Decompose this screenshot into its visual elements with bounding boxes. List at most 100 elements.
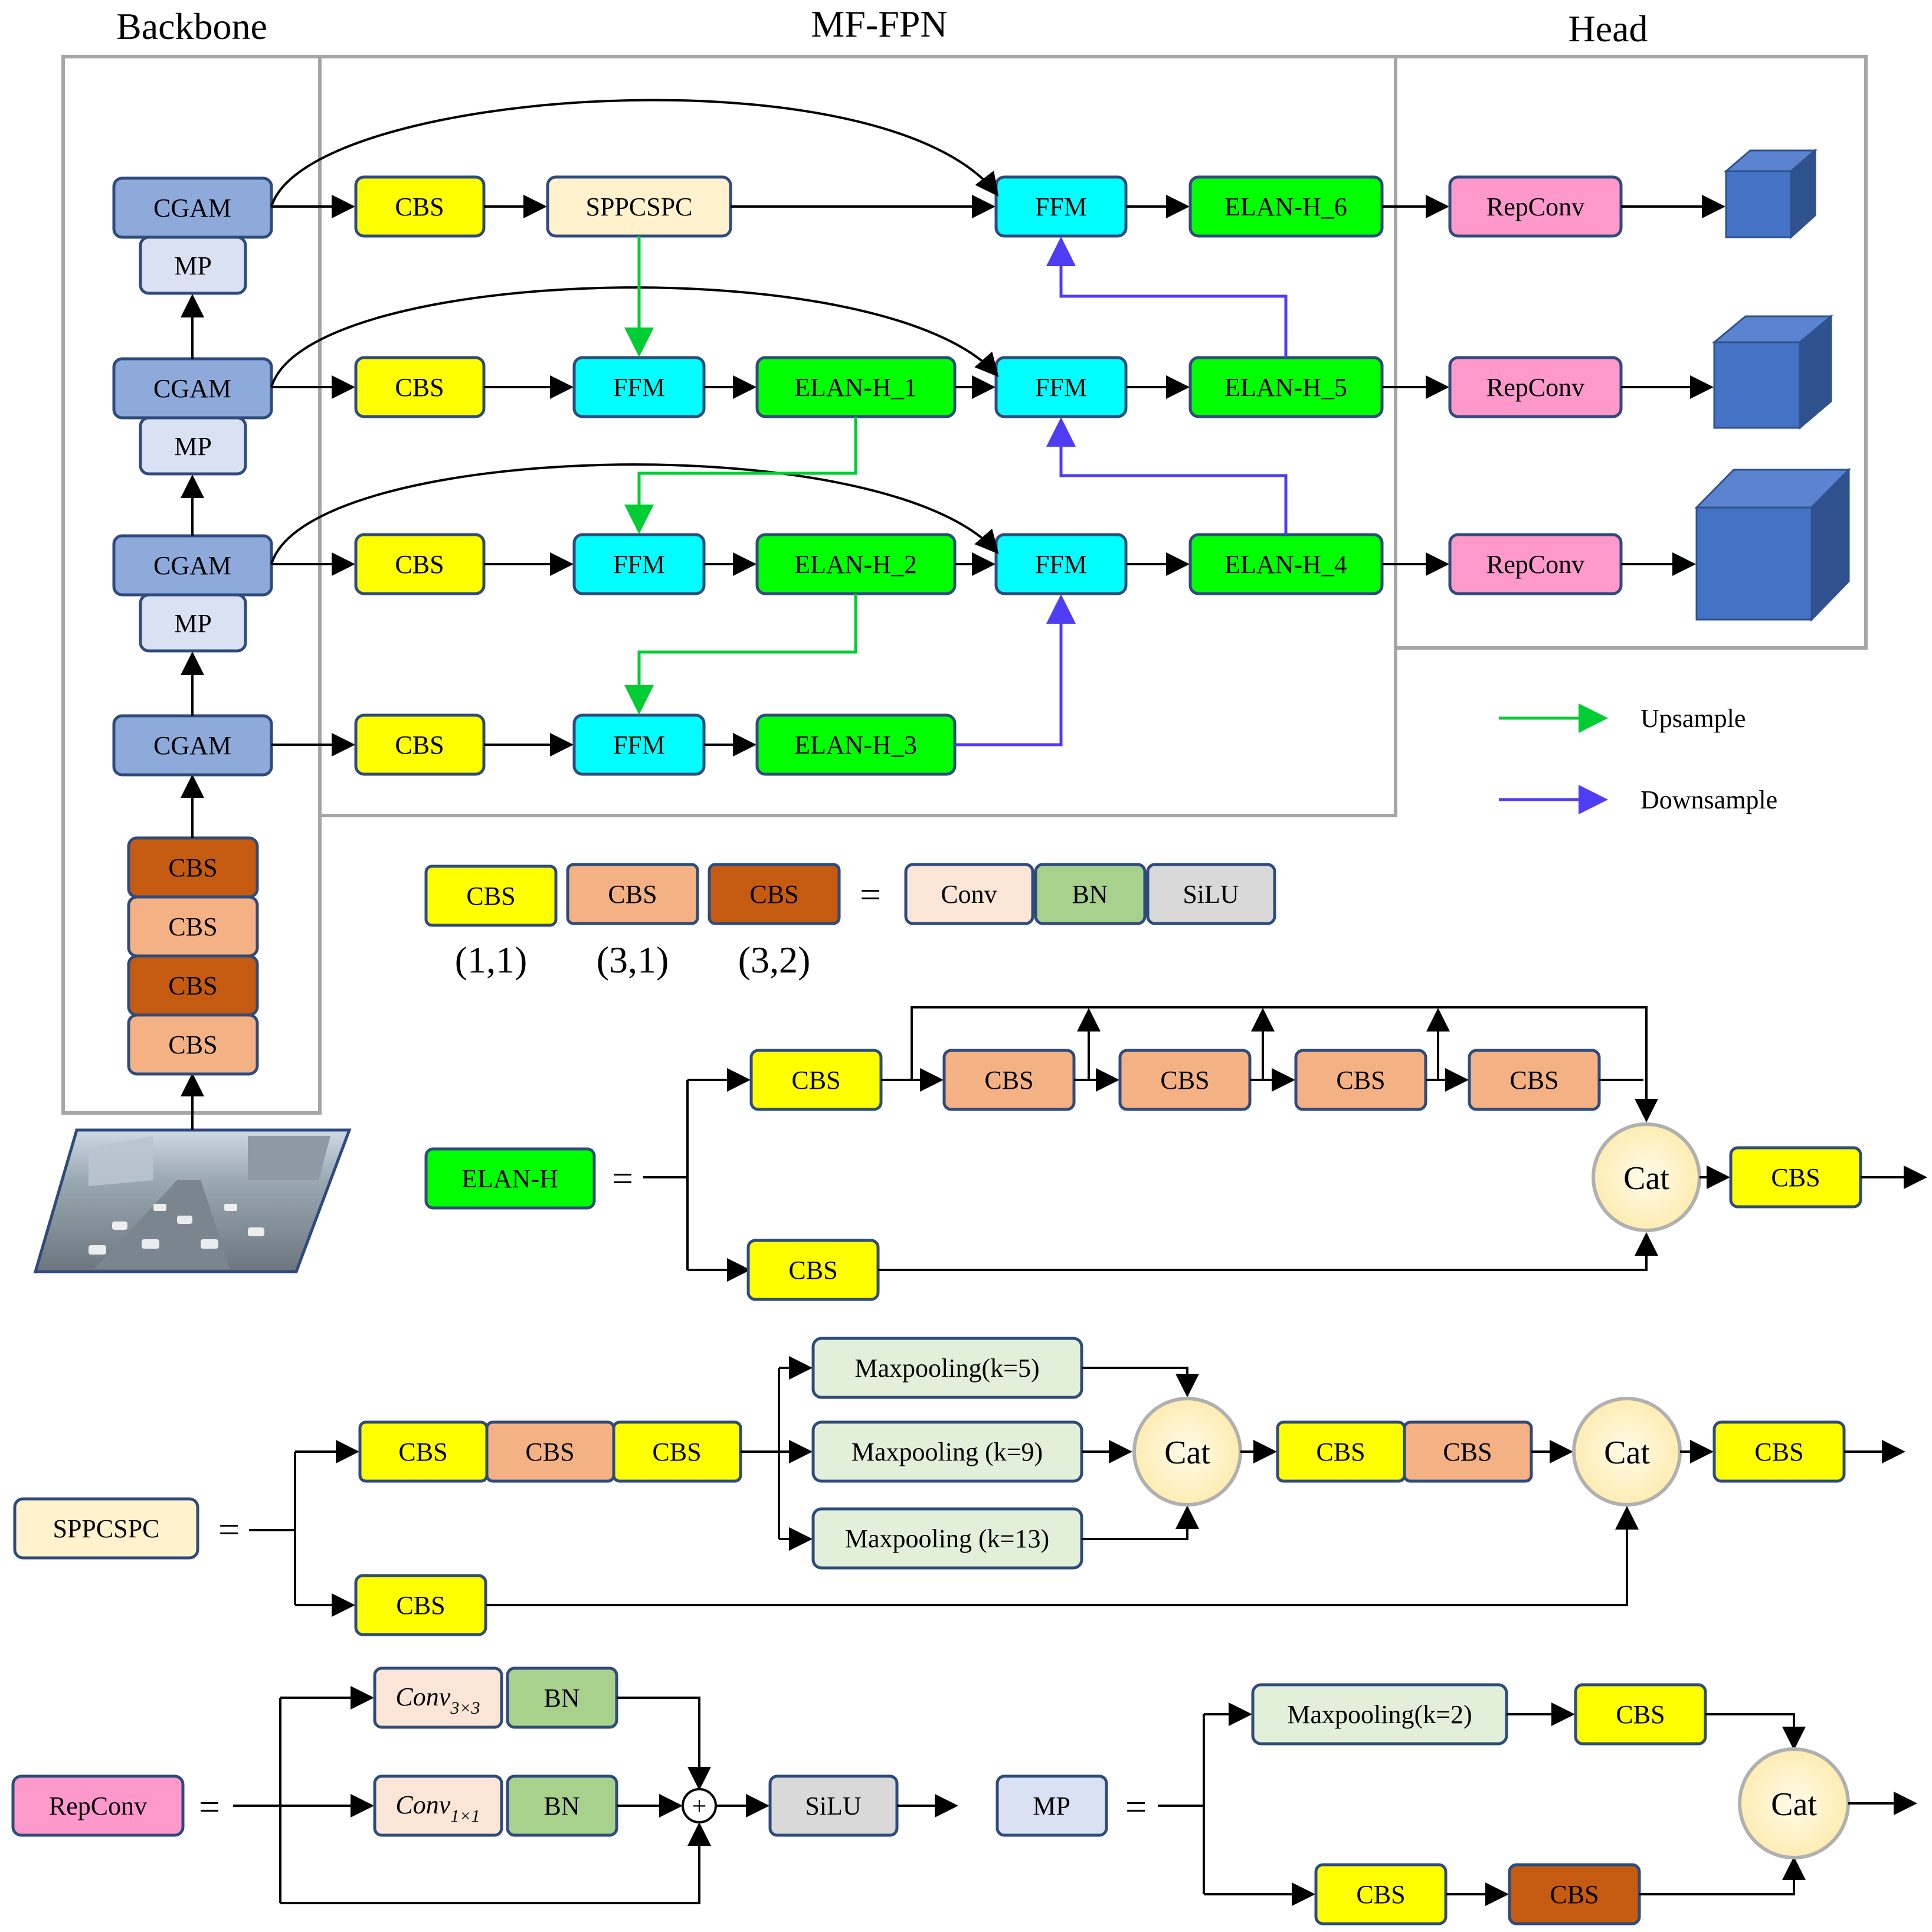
spp-cbs-2-label: CBS [525,1437,574,1466]
conv3x3-label: Conv3×3 [395,1682,480,1718]
repconv-definition: RepConv = Conv3×3 BN Conv1×1 BN + SiLU [11,1666,958,1904]
elan-cbs-c-label: CBS [1336,1066,1385,1095]
spp-cat-1-label: Cat [1164,1435,1210,1471]
conv3x3-box [373,1666,503,1729]
maxpool-5-label: Maxpooling(k=5) [854,1354,1039,1383]
cbs-def-32-label: CBS [749,880,798,909]
cbs-def-31-label: CBS [608,880,657,909]
repconv-3-label: RepConv [1486,550,1584,579]
mp-cbs-top-label: CBS [1616,1700,1665,1729]
elan-h-6-label: ELAN-H_6 [1224,192,1347,221]
legend-downsample: Downsample [1640,785,1777,814]
mp-def-box [996,1774,1108,1837]
mp-definition: MP = Maxpooling(k=2) CBS CBS CBS Cat [996,1683,1917,1926]
conv3x3-base: Conv [395,1682,450,1711]
elan-cbs-out-label: CBS [1771,1163,1820,1192]
sppcspc-def-box [13,1497,199,1560]
fpn-cbs-3-label: CBS [395,550,444,579]
mp-def-label: MP [1033,1792,1070,1820]
ffm-r4-label: FFM [613,731,665,759]
conv1x1-box [373,1774,503,1837]
mp-cat-label: Cat [1771,1786,1817,1823]
legend-upsample: Upsample [1640,704,1746,733]
elan-cbs-d-label: CBS [1509,1066,1558,1095]
backbone-cbs-3-label: CBS [168,971,217,1000]
elan-h-def-box [424,1147,596,1210]
cgam-3-label: CGAM [153,551,231,580]
mp-2-label: MP [174,432,212,461]
sppcspc-block-label: SPPCSPC [585,192,692,221]
cgam-1-label: CGAM [153,194,231,222]
cbs-param-32: (3,2) [738,939,811,981]
silu-box [1146,863,1276,925]
elan-cbs-top-label: CBS [791,1066,840,1095]
fpn-cbs-4-label: CBS [395,731,444,759]
mp-cbs-bottom-2-label: CBS [1550,1880,1599,1909]
silu-box-label: SiLU [1183,880,1239,909]
repconv-def-label: RepConv [49,1792,147,1820]
conv1x1-sub: 1×1 [450,1806,480,1826]
output-cube-large-icon [1694,467,1851,622]
ffm-r3b-label: FFM [1035,550,1087,579]
output-cube-small-icon [1723,148,1818,240]
head: RepConv RepConv RepConv [1382,148,1851,622]
elan-h-3-label: ELAN-H_3 [794,731,917,759]
fpn-cbs-2-label: CBS [395,373,444,402]
elan-h-1-label: ELAN-H_1 [794,373,917,402]
spp-cbs-bottom-label: CBS [396,1591,445,1620]
backbone-cbs-4-label: CBS [168,1030,217,1059]
conv1x1-label: Conv1×1 [395,1790,480,1826]
conv3x3-sub: 3×3 [450,1698,480,1718]
cbs-def-31 [566,863,699,925]
input-road-image-icon [33,1128,352,1273]
cbs-param-31: (3,1) [597,939,669,981]
repconv-def-box [11,1774,185,1837]
cbs-param-11: (1,1) [455,939,528,981]
elan-h-5-label: ELAN-H_5 [1224,373,1347,402]
elan-h-equals: = [612,1157,633,1199]
backbone-title: Backbone [116,5,267,47]
ffm-r2a-label: FFM [613,373,665,402]
conv-box [904,863,1034,925]
elan-h-4-label: ELAN-H_4 [1224,550,1347,579]
spp-cbs-5-label: CBS [1443,1437,1492,1466]
spp-cbs-1-label: CBS [398,1437,447,1466]
conv-box-label: Conv [941,880,997,909]
cbs-def-11-label: CBS [466,882,515,911]
conv1x1-base: Conv [395,1790,450,1819]
maxpool-2-label: Maxpooling(k=2) [1287,1700,1472,1729]
cbs-def-32 [708,863,841,925]
elan-cat-label: Cat [1623,1160,1669,1197]
ffm-r2b-label: FFM [1035,373,1087,402]
mf-fpn-title: MF-FPN [811,3,947,45]
mp-3-label: MP [174,609,212,638]
mf-fpn: CBS SPPCSPC FFM ELAN-H_6 CBS FFM ELAN-H_… [270,99,1384,776]
sppcspc-def-label: SPPCSPC [53,1514,159,1543]
bn-3x3-label: BN [543,1684,579,1712]
cbs-def-11 [424,865,558,927]
head-frame [1396,55,1868,650]
add-node-label: + [692,1792,707,1820]
elan-h-definition: ELAN-H = CBS CBS CBS CBS CBS CBS Cat CBS [424,1006,1927,1301]
mp-1-label: MP [174,251,212,280]
maxpool-13-label: Maxpooling (k=13) [845,1524,1049,1553]
backbone: CBS CBS CBS CBS CGAM MP CGAM MP CGAM MP … [33,176,352,1273]
output-cube-medium-icon [1711,314,1834,430]
bn-1x1-label: BN [543,1792,579,1820]
mp-cbs-bottom-1-label: CBS [1356,1880,1405,1909]
repconv-1-label: RepConv [1486,192,1584,221]
spp-cbs-4-label: CBS [1316,1437,1365,1466]
cgam-4-label: CGAM [153,731,231,760]
cbs-definition: CBS CBS CBS (1,1) (3,1) (3,2) = Conv BN … [424,863,1276,981]
maxpool-9-label: Maxpooling (k=9) [852,1437,1043,1466]
repconv-silu-label: SiLU [805,1792,861,1820]
head-title: Head [1568,8,1648,50]
mf-fpn-frame [320,55,1397,817]
bn-box-label: BN [1072,880,1108,909]
cbs-equals: = [860,873,881,915]
legend: Upsample Downsample [1499,703,1777,814]
elan-h-def-label: ELAN-H [461,1164,558,1193]
fpn-cbs-1-label: CBS [395,192,444,221]
ffm-r3a-label: FFM [613,550,665,579]
